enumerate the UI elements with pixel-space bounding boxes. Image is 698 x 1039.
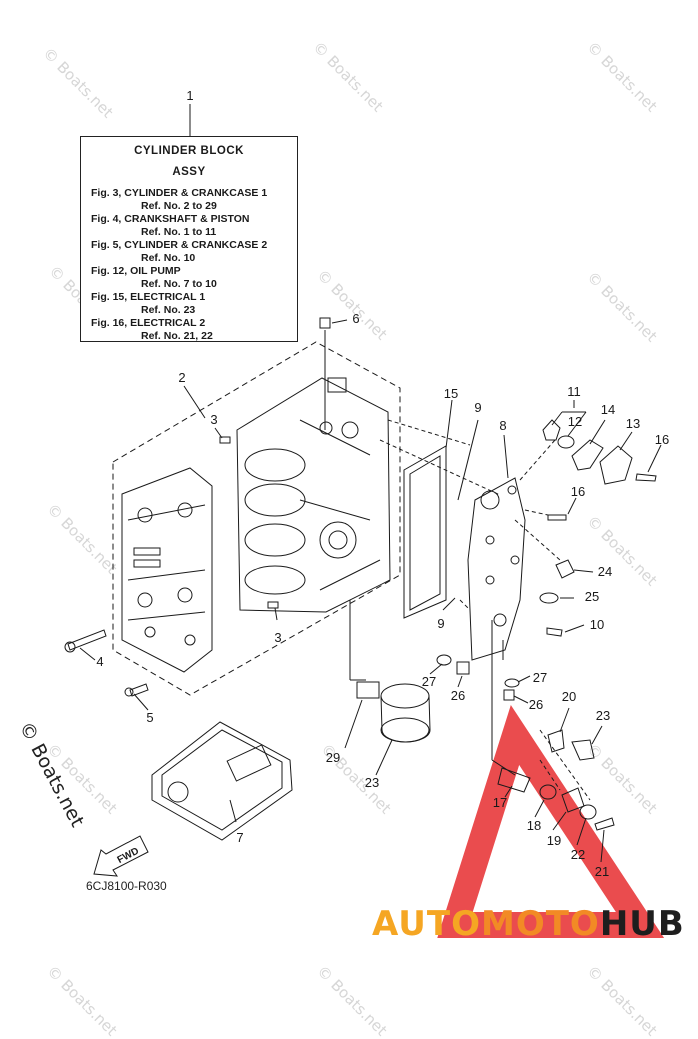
- callout-12: 12: [568, 414, 582, 429]
- callout-26: 26: [529, 697, 543, 712]
- callout-3: 3: [210, 412, 217, 427]
- bolt-6: [319, 317, 331, 329]
- callout-6: 6: [352, 311, 359, 326]
- info-box-ref-2: Ref. No. 10: [141, 252, 196, 264]
- callout-8: 8: [499, 418, 506, 433]
- callout-16: 16: [571, 484, 585, 499]
- callout-15: 15: [444, 386, 458, 401]
- seal-12: [557, 435, 575, 449]
- info-box-fig-5: Fig. 16, ELECTRICAL 2: [91, 317, 206, 329]
- bolt-16: [635, 473, 657, 482]
- callout-29: 29: [326, 750, 340, 765]
- gasket-27b: [504, 678, 520, 688]
- callout-7: 7: [236, 830, 243, 845]
- clamp-20: [547, 729, 565, 753]
- water-valve: [542, 419, 561, 441]
- info-box-fig-3: Fig. 12, OIL PUMP: [91, 265, 181, 277]
- callout-13: 13: [626, 416, 640, 431]
- exploded-parts-diagram: 1233456789910111213141516161718192021222…: [64, 88, 669, 938]
- callout-18: 18: [527, 818, 541, 833]
- union-bolt-29: [356, 681, 380, 699]
- callout-16: 16: [655, 432, 669, 447]
- callout-10: 10: [590, 617, 604, 632]
- info-box-ref-1: Ref. No. 1 to 11: [141, 226, 217, 238]
- callout-9: 9: [474, 400, 481, 415]
- gasket: [403, 445, 447, 619]
- automotohub-logo-text: AUTOMOTOHUB: [372, 904, 685, 944]
- callout-24: 24: [598, 564, 612, 579]
- washer-22: [579, 804, 597, 820]
- bolt-4: [67, 629, 107, 651]
- bolt-21: [594, 817, 615, 831]
- callout-2: 2: [178, 370, 185, 385]
- dowel-pin: [219, 436, 231, 444]
- oil-pan-gasket-7: [151, 721, 293, 841]
- dowel-pin: [267, 601, 279, 609]
- info-box-fig-4: Fig. 15, ELECTRICAL 1: [91, 291, 206, 303]
- callout-23: 23: [365, 775, 379, 790]
- coil-23b: [571, 739, 595, 761]
- brand-part-2: MOTO: [480, 904, 600, 944]
- callout-11: 11: [567, 384, 581, 399]
- plug-24: [555, 559, 575, 579]
- callout-17: 17: [493, 795, 507, 810]
- bolt-5: [129, 683, 149, 697]
- gasket-27: [436, 654, 452, 666]
- info-box-ref-3: Ref. No. 7 to 10: [141, 278, 217, 290]
- callout-14: 14: [601, 402, 615, 417]
- crankcase-half: [121, 467, 213, 673]
- info-box-ref-5: Ref. No. 21, 22: [141, 330, 213, 342]
- callout-27: 27: [422, 674, 436, 689]
- info-box-ref-0: Ref. No. 2 to 29: [141, 200, 217, 212]
- callout-9: 9: [437, 616, 444, 631]
- gasket-14: [571, 439, 604, 471]
- plug-26b: [503, 689, 515, 701]
- info-box-fig-0: Fig. 3, CYLINDER & CRANKCASE 1: [91, 187, 268, 199]
- callout-27: 27: [533, 670, 547, 685]
- bolt-16b: [547, 514, 567, 521]
- callout-19: 19: [547, 833, 561, 848]
- callout-5: 5: [146, 710, 153, 725]
- cover-13: [599, 445, 633, 485]
- brand-part-3: HUB: [599, 904, 685, 944]
- o-ring-25: [539, 592, 559, 604]
- info-box-fig-2: Fig. 5, CYLINDER & CRANKCASE 2: [91, 239, 268, 251]
- callout-26: 26: [451, 688, 465, 703]
- info-box-title: CYLINDER BLOCK: [134, 145, 244, 157]
- info-box-ref-4: Ref. No. 23: [141, 304, 196, 316]
- cylinder-block: [236, 377, 391, 613]
- cover-plate: [467, 477, 526, 661]
- brand-part-1: AUTO: [372, 904, 481, 944]
- callout-22: 22: [571, 847, 585, 862]
- callout-1: 1: [186, 88, 193, 103]
- callout-23: 23: [596, 708, 610, 723]
- callout-25: 25: [585, 589, 599, 604]
- info-box-subtitle: ASSY: [172, 166, 206, 178]
- bracket-17: [497, 767, 531, 793]
- info-box-fig-1: Fig. 4, CRANKSHAFT & PISTON: [91, 213, 250, 225]
- collar-18: [539, 784, 557, 800]
- plug-26: [456, 661, 470, 675]
- callout-20: 20: [562, 689, 576, 704]
- cylinder-block-assy-outline: [112, 341, 401, 696]
- callout-21: 21: [595, 864, 609, 879]
- callout-4: 4: [96, 654, 103, 669]
- drawing-code: 6CJ8100-R030: [86, 879, 167, 893]
- info-box: CYLINDER BLOCK ASSY Fig. 3, CYLINDER & C…: [80, 136, 298, 342]
- oil-filter-23: [380, 683, 431, 743]
- automotohub-triangle-logo: [437, 705, 665, 938]
- fwd-arrow-icon: [93, 835, 149, 877]
- sensor-10: [546, 627, 563, 637]
- callout-3: 3: [274, 630, 281, 645]
